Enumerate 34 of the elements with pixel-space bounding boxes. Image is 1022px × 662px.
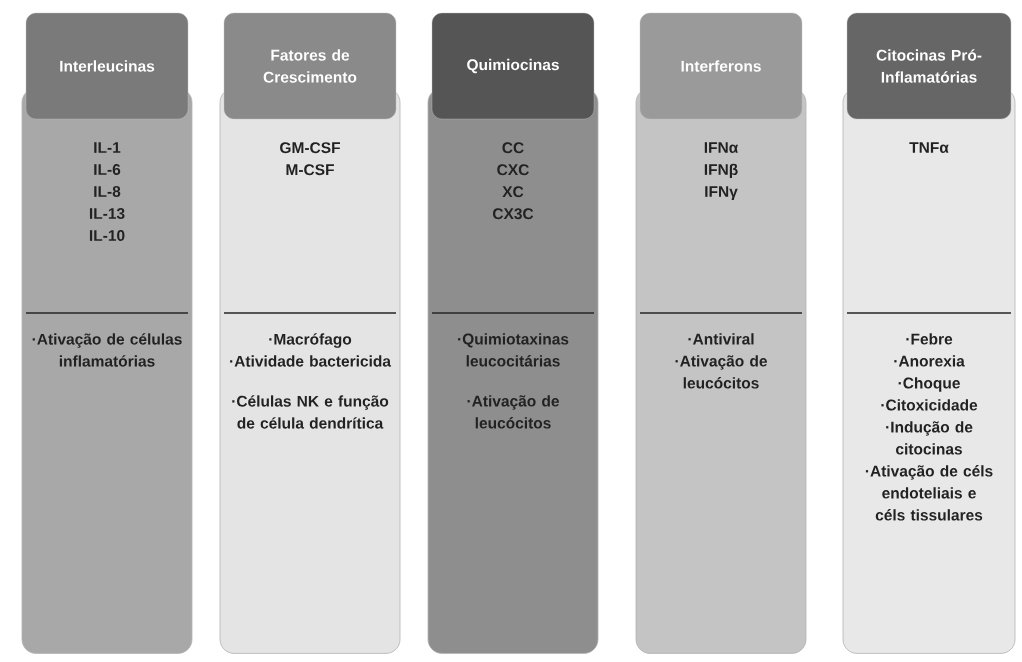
header-box: Quimiocinas bbox=[431, 12, 595, 120]
list-item: GM-CSF bbox=[280, 142, 340, 154]
list-item: ·Anorexia bbox=[894, 355, 965, 367]
list-item: M-CSF bbox=[286, 164, 334, 176]
list-item: IL-10 bbox=[89, 230, 125, 241]
list-item: ·Antiviral bbox=[688, 333, 754, 345]
list-item: IFNα bbox=[704, 142, 739, 153]
list-item: ·Atividade bactericida bbox=[230, 355, 392, 367]
list-item: CXC bbox=[497, 164, 529, 176]
list-item: ·Ativação de leucócitos bbox=[467, 395, 559, 429]
list-item: ·Indução de citocinas bbox=[886, 421, 973, 455]
list-item: ·Macrófago bbox=[269, 333, 352, 348]
header-box: Citocinas Pró-Inflamatórias bbox=[846, 12, 1012, 120]
list-item: ·Quimiotaxinas leucocitárias bbox=[458, 333, 569, 367]
list-item: ·Citoxicidade bbox=[881, 399, 978, 411]
list-item: IL-8 bbox=[94, 186, 121, 197]
list-item: ·Febre bbox=[906, 333, 953, 345]
list-item: ·Células NK e função de célula dendrítica bbox=[232, 395, 389, 429]
list-item: IL-13 bbox=[89, 208, 125, 220]
list-item: ·Ativação de leucócitos bbox=[675, 355, 767, 389]
list-item: XC bbox=[502, 186, 524, 198]
list-item: TNFα bbox=[909, 142, 949, 153]
list-item: IFNβ bbox=[704, 163, 738, 179]
header-box: Fatores de Crescimento bbox=[223, 12, 397, 120]
list-item: ·Choque bbox=[898, 377, 960, 392]
header-box: Interleucinas bbox=[25, 12, 189, 120]
list-item: CC bbox=[502, 142, 524, 154]
header-box: Interferons bbox=[639, 12, 803, 120]
list-item: ·Ativação de células inflamatórias bbox=[32, 333, 182, 367]
list-item: IFNγ bbox=[705, 186, 738, 201]
list-item: IL-1 bbox=[94, 142, 121, 153]
list-item: CX3C bbox=[493, 208, 534, 220]
list-item: ·Ativação de céls endoteliais e céls tissulares bbox=[865, 465, 993, 521]
list-item: IL-6 bbox=[94, 164, 121, 175]
